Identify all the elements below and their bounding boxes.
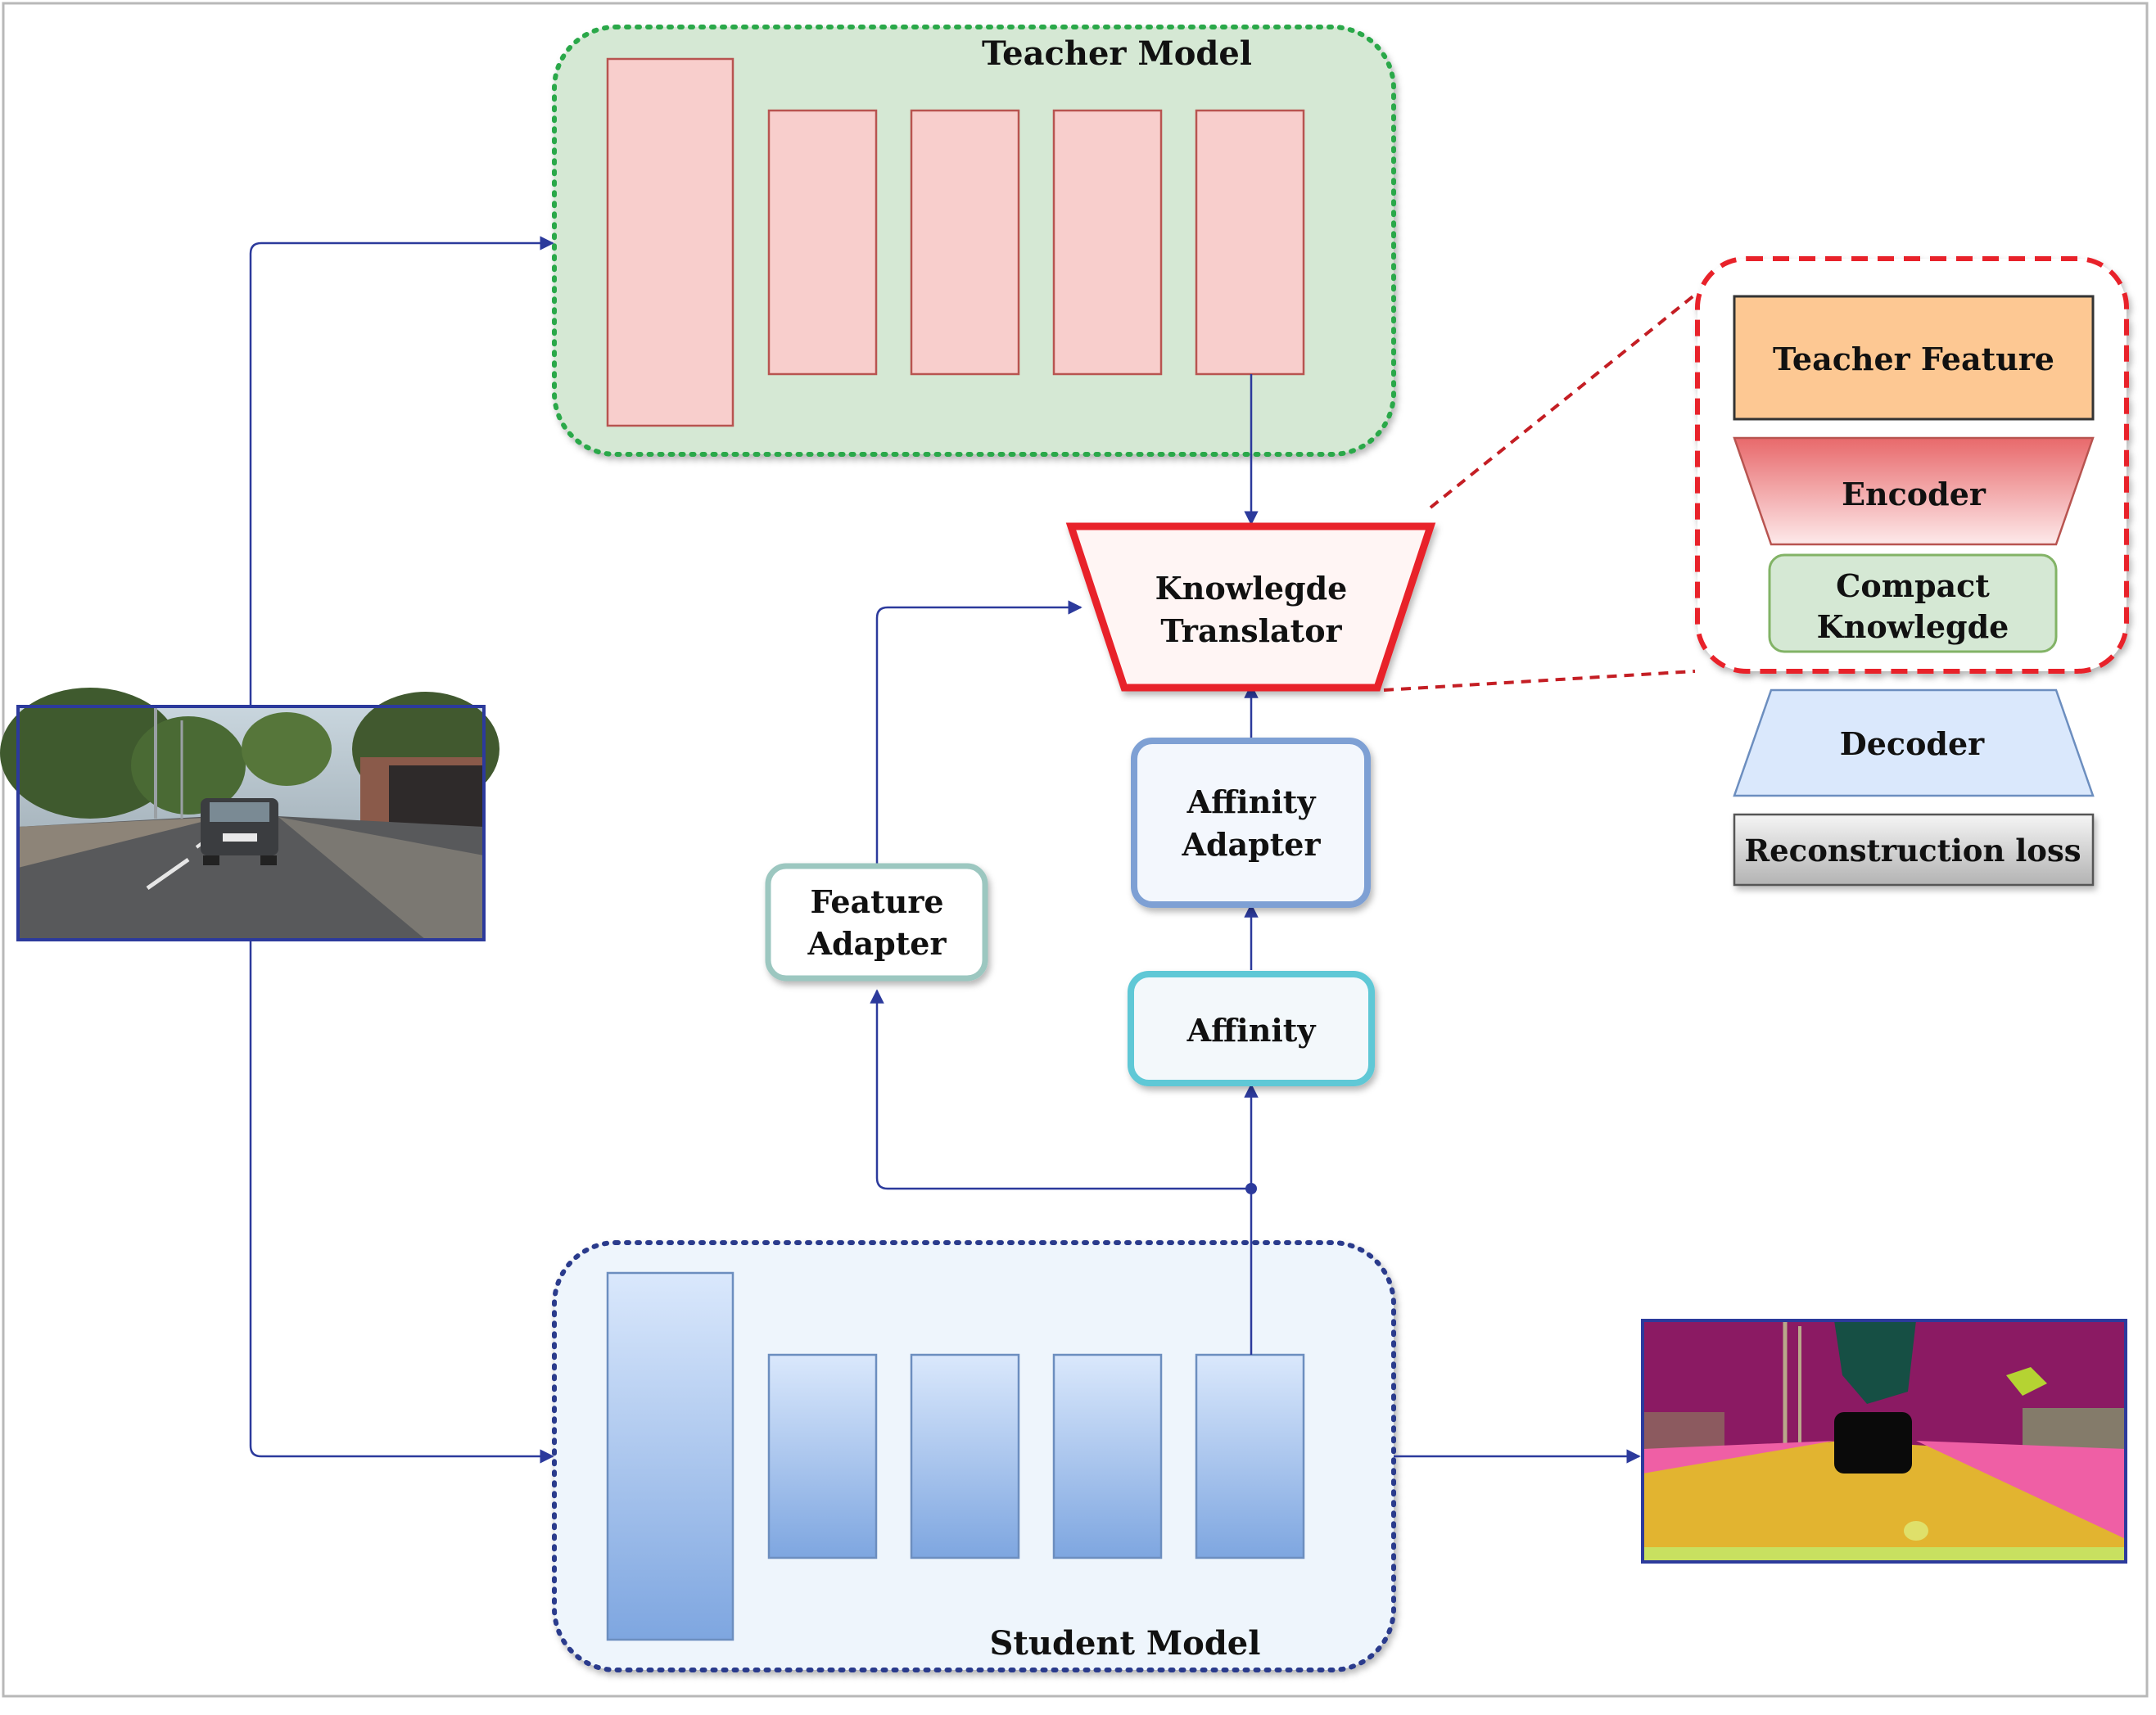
- student-block-2: [767, 1353, 878, 1559]
- decoder-shape: Decoder: [1733, 688, 2095, 797]
- knowledge-translator-label-1: Knowlegde: [1155, 570, 1348, 607]
- encoder-label: Encoder: [1842, 476, 1987, 512]
- teacher-model-title: Teacher Model: [982, 34, 1252, 73]
- teacher-block-2: [767, 109, 878, 376]
- teacher-feature-box: Teacher Feature: [1733, 295, 2095, 421]
- knowledge-translator-label-2: Translator: [1160, 612, 1342, 649]
- arrow-feature-adapter-to-translator: [875, 600, 1083, 864]
- teacher-block-4: [1052, 109, 1163, 376]
- arrow-image-to-teacher: [249, 236, 554, 706]
- student-block-5: [1195, 1353, 1305, 1559]
- zoom-line-top: [1429, 293, 1697, 509]
- feature-adapter: Feature Adapter: [765, 863, 988, 982]
- arrow-to-feature-adapter: [870, 989, 1251, 1190]
- teacher-model-region: Teacher Model: [552, 25, 1396, 457]
- knowledge-translator: Knowlegde Translator: [1065, 522, 1436, 692]
- output-segmentation-map: [1641, 1319, 2127, 1564]
- student-model-region: Student Model: [552, 1240, 1396, 1672]
- compact-knowledge-label-1: Compact: [1836, 567, 1990, 604]
- teacher-feature-label: Teacher Feature: [1773, 341, 2054, 377]
- input-street-image: [0, 688, 499, 941]
- branch-point: [1245, 1183, 1257, 1194]
- affinity-adapter: Affinity Adapter: [1131, 738, 1371, 908]
- zoom-line-bottom: [1383, 670, 1696, 692]
- feature-adapter-label-1: Feature: [810, 883, 943, 920]
- teacher-block-1: [606, 57, 734, 427]
- teacher-block-3: [910, 109, 1020, 376]
- arrow-image-to-student: [249, 940, 554, 1464]
- affinity-box: Affinity: [1128, 971, 1375, 1086]
- affinity-adapter-label-1: Affinity: [1186, 783, 1317, 820]
- student-block-4: [1052, 1353, 1163, 1559]
- reconstruction-loss-label: Reconstruction loss: [1744, 833, 2081, 869]
- student-model-title: Student Model: [990, 1624, 1261, 1663]
- student-block-3: [910, 1353, 1020, 1559]
- decoder-label: Decoder: [1840, 725, 1985, 762]
- feature-adapter-label-2: Adapter: [807, 925, 947, 962]
- compact-knowledge-box: Compact Knowlegde: [1768, 553, 2058, 653]
- translator-detail-panel: Teacher Feature Encoder Compact Knowlegd…: [1695, 256, 2129, 674]
- student-block-1: [606, 1271, 734, 1641]
- encoder-shape: Encoder: [1733, 436, 2095, 546]
- reconstruction-loss-box: Reconstruction loss: [1733, 813, 2095, 887]
- compact-knowledge-label-2: Knowlegde: [1817, 608, 2009, 645]
- affinity-label: Affinity: [1186, 1012, 1317, 1049]
- teacher-block-5: [1195, 109, 1305, 376]
- connectors: [249, 236, 1641, 1464]
- affinity-adapter-label-2: Adapter: [1182, 826, 1322, 863]
